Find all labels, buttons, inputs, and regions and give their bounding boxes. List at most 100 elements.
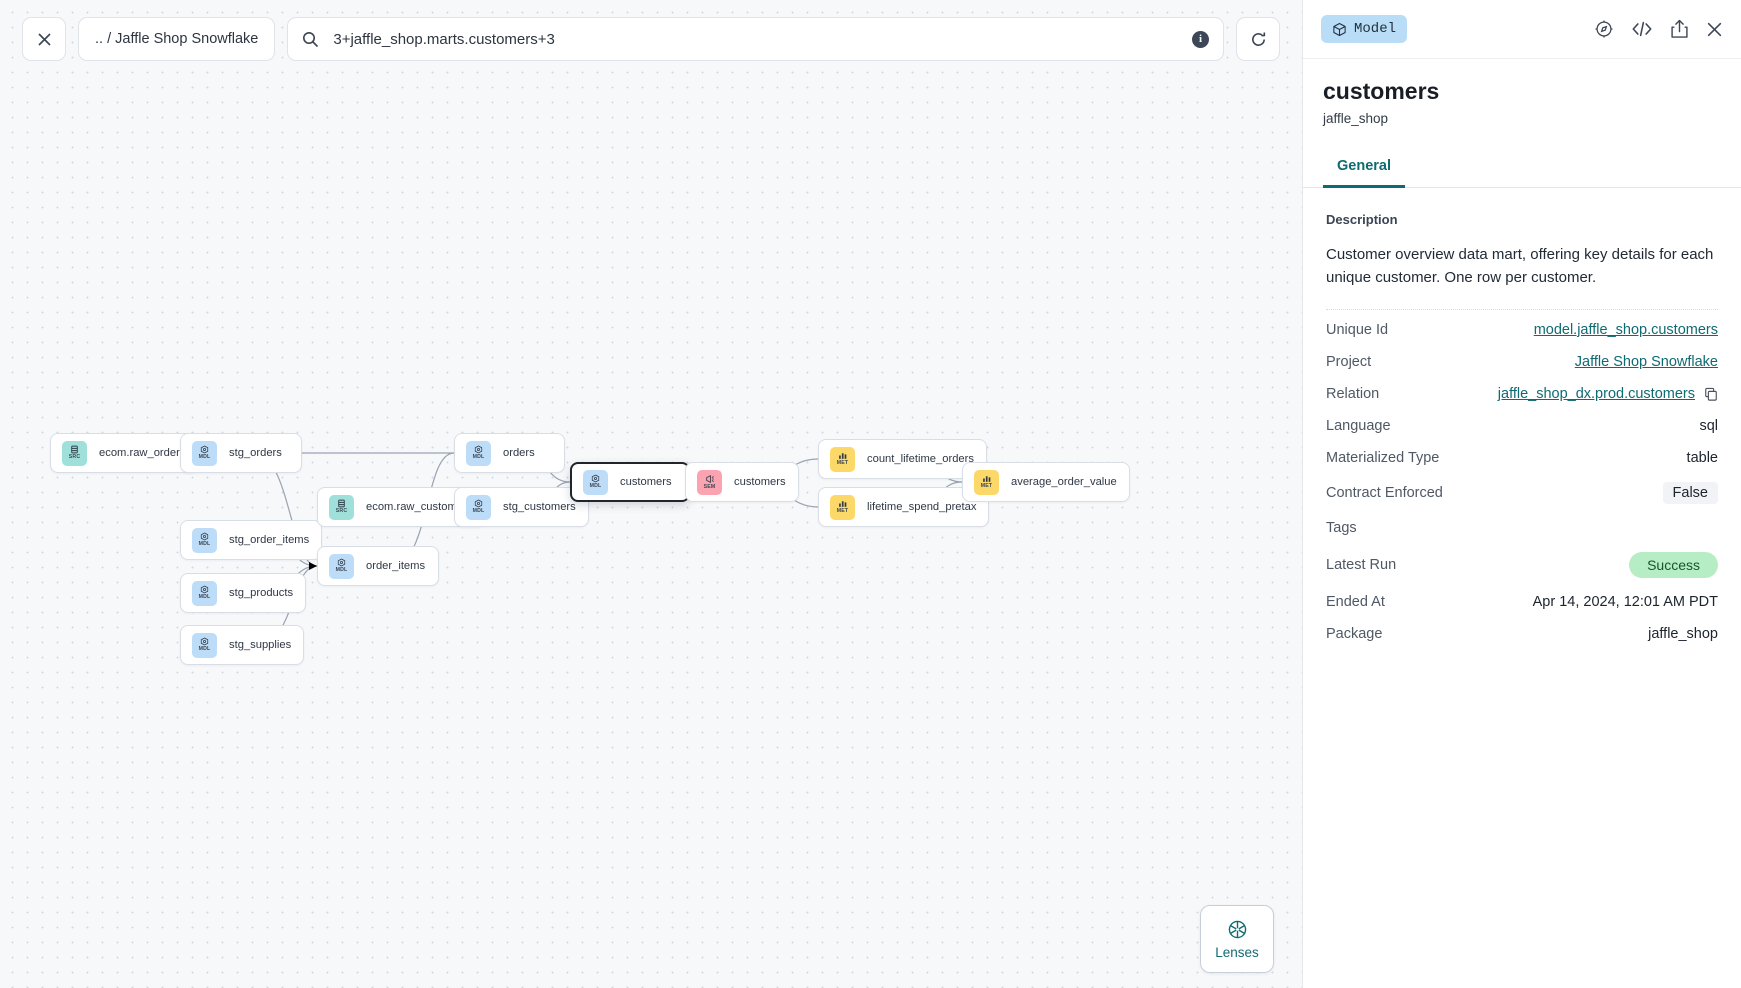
lineage-node-stg_order_items[interactable]: MDL stg_order_items: [180, 520, 323, 560]
node-label: stg_supplies: [229, 639, 292, 651]
detail-key: Contract Enforced: [1326, 484, 1443, 501]
lineage-node-order_items[interactable]: MDL order_items: [317, 546, 439, 586]
node-label: customers: [620, 476, 672, 488]
lineage-node-count_lifetime_orders[interactable]: MET count_lifetime_orders: [818, 439, 987, 479]
node-label: ecom.raw_orders: [99, 447, 186, 459]
node-label: stg_order_items: [229, 534, 310, 546]
panel-actions: [1594, 19, 1723, 39]
breadcrumb[interactable]: .. / Jaffle Shop Snowflake: [78, 17, 276, 61]
detail-value-link[interactable]: model.jaffle_shop.customers: [1533, 321, 1718, 338]
node-type-badge-mdl-icon: MDL: [583, 469, 608, 495]
detail-value-with-copy: jaffle_shop_dx.prod.customers: [1498, 386, 1718, 402]
detail-row: Ended At Apr 14, 2024, 12:01 AM PDT: [1326, 586, 1718, 618]
node-label: ecom.raw_customers: [366, 501, 473, 513]
detail-value: sql: [1699, 417, 1718, 434]
lenses-label: Lenses: [1215, 944, 1259, 960]
detail-value-link[interactable]: Jaffle Shop Snowflake: [1574, 353, 1718, 370]
lineage-node-customers_mdl[interactable]: MDL customers: [570, 462, 690, 502]
lineage-node-stg_orders[interactable]: MDL stg_orders: [180, 433, 302, 473]
lineage-node-ecom_raw_orders[interactable]: SRC ecom.raw_orders: [50, 433, 199, 473]
lineage-node-customers_sem[interactable]: SEM customers: [685, 462, 799, 502]
node-type-badge-mdl-icon: MDL: [466, 440, 491, 466]
node-type-badge-mdl-icon: MDL: [192, 632, 217, 658]
close-icon: [37, 32, 51, 46]
node-label: orders: [503, 447, 535, 459]
refresh-button[interactable]: [1236, 17, 1280, 61]
search-icon: [303, 31, 319, 47]
detail-row: Tags: [1326, 512, 1718, 544]
resource-type-label: Model: [1354, 21, 1397, 37]
panel-body: Description Customer overview data mart,…: [1303, 188, 1741, 988]
compass-icon[interactable]: [1594, 19, 1614, 39]
aperture-icon: [1228, 920, 1246, 938]
panel-header: customers jaffle_shop: [1303, 58, 1741, 126]
detail-key: Ended At: [1326, 593, 1385, 610]
detail-key: Project: [1326, 353, 1372, 370]
canvas-toolbar: .. / Jaffle Shop Snowflake i: [0, 0, 1302, 78]
lineage-node-stg_supplies[interactable]: MDL stg_supplies: [180, 625, 305, 665]
node-label: count_lifetime_orders: [867, 453, 974, 465]
node-label: order_items: [366, 560, 426, 572]
detail-row: Latest Run Success: [1326, 544, 1718, 586]
node-type-badge-mdl-icon: MDL: [466, 494, 491, 520]
detail-key: Package: [1326, 625, 1383, 642]
node-type-badge-sem-icon: SEM: [697, 469, 722, 495]
node-type-badge-src-icon: SRC: [62, 440, 87, 466]
node-type-badge-mdl-icon: MDL: [192, 580, 217, 606]
node-type-badge-src-icon: SRC: [329, 494, 354, 520]
detail-value-link[interactable]: jaffle_shop_dx.prod.customers: [1497, 385, 1695, 402]
node-label: stg_orders: [229, 447, 282, 459]
detail-row: Relation jaffle_shop_dx.prod.customers: [1326, 378, 1718, 410]
lineage-node-average_order_value[interactable]: MET average_order_value: [962, 462, 1130, 502]
node-label: average_order_value: [1011, 476, 1117, 488]
detail-row: Project Jaffle Shop Snowflake: [1326, 346, 1718, 378]
detail-key: Relation: [1326, 385, 1380, 402]
close-lineage-button[interactable]: [22, 17, 66, 61]
detail-key: Latest Run: [1326, 556, 1397, 573]
node-label: stg_customers: [503, 501, 576, 513]
detail-value: jaffle_shop: [1648, 625, 1718, 642]
status-badge: Success: [1629, 551, 1718, 578]
node-label: lifetime_spend_pretax: [867, 501, 977, 513]
detail-row: Package jaffle_shop: [1326, 618, 1718, 650]
panel-tabs: General: [1303, 150, 1741, 188]
node-type-badge-met-icon: MET: [974, 469, 999, 495]
tab-general[interactable]: General: [1323, 150, 1405, 188]
resource-type-chip[interactable]: Model: [1321, 15, 1408, 43]
node-type-badge-mdl-icon: MDL: [192, 527, 217, 553]
node-type-badge-met-icon: MET: [830, 446, 855, 472]
share-icon[interactable]: [1670, 19, 1689, 39]
section-divider: [1326, 308, 1718, 310]
cube-icon: [1333, 22, 1346, 36]
node-type-badge-mdl-icon: MDL: [192, 440, 217, 466]
refresh-icon: [1251, 32, 1265, 46]
detail-key: Materialized Type: [1326, 449, 1440, 466]
detail-key: Language: [1326, 417, 1391, 434]
node-type-badge-mdl-icon: MDL: [329, 553, 354, 579]
search-input[interactable]: [331, 29, 1180, 49]
detail-key: Tags: [1326, 519, 1357, 536]
node-label: customers: [734, 476, 786, 488]
detail-row: Language sql: [1326, 410, 1718, 442]
description-label: Description: [1326, 212, 1398, 227]
page-title: customers: [1323, 78, 1440, 104]
lineage-node-orders[interactable]: MDL orders: [454, 433, 565, 473]
search-bar[interactable]: i: [287, 17, 1224, 61]
page-subtitle: jaffle_shop: [1323, 111, 1389, 126]
copy-icon[interactable]: [1704, 387, 1718, 401]
lenses-button[interactable]: Lenses: [1200, 905, 1274, 973]
code-icon[interactable]: [1631, 20, 1653, 38]
description-text: Customer overview data mart, offering ke…: [1326, 246, 1714, 287]
detail-value: Apr 14, 2024, 12:01 AM PDT: [1532, 593, 1718, 610]
close-panel-icon[interactable]: [1706, 21, 1723, 38]
lineage-node-stg_customers[interactable]: MDL stg_customers: [454, 487, 589, 527]
info-icon[interactable]: i: [1192, 30, 1209, 48]
